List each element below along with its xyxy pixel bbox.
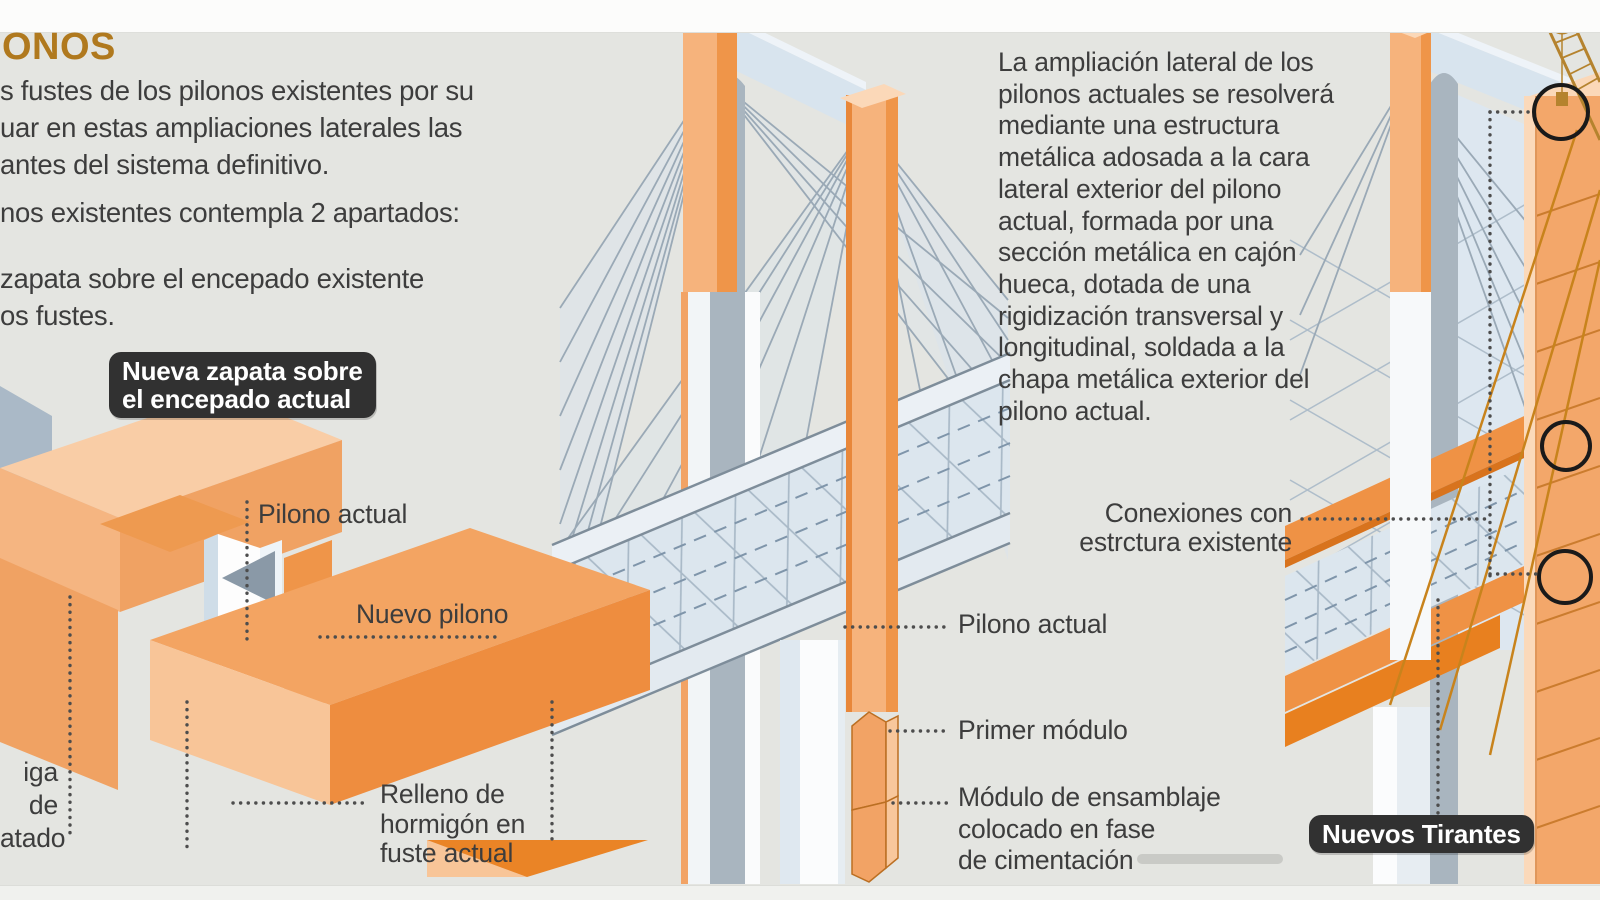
foundation-illustration [0, 386, 650, 877]
label-pilono-actual-elevation: Pilono actual [958, 609, 1108, 639]
base-bar [1137, 854, 1283, 864]
assembly-modules [851, 711, 899, 883]
bottom-strip [0, 885, 1600, 900]
label-modulo-ensamblaje: Módulo de ensamblaje colocado en fase de… [958, 782, 1221, 875]
left-tower [683, 0, 757, 292]
page-title: ONOS [2, 26, 116, 68]
badge-nueva-zapata: Nueva zapata sobre el encepado actual [109, 352, 376, 418]
pylon-elevation-illustration [551, 0, 1011, 884]
leader-lines [68, 110, 1538, 850]
new-tirantes [1388, 129, 1600, 756]
zapata-note: zapata sobre el encepado existente os fu… [0, 263, 424, 331]
top-strip [0, 0, 1600, 33]
label-pilono-actual-foundation: Pilono actual [258, 499, 408, 529]
apartados-line: nos existentes contempla 2 apartados: [0, 197, 460, 228]
label-nuevo-pilono: Nuevo pilono [356, 599, 509, 629]
label-viga-de-atado: iga de atado [0, 757, 66, 853]
segmented-pylon-wall [1524, 72, 1600, 884]
crane [1547, 9, 1600, 141]
label-primer-modulo: Primer módulo [958, 715, 1128, 745]
label-conexiones: Conexiones con estrctura existente [1079, 498, 1292, 557]
ampliacion-paragraph: La ampliación lateral de los pilonos act… [998, 47, 1334, 426]
badge-nuevos-tirantes: Nuevos Tirantes [1309, 815, 1534, 853]
right-tower [840, 84, 906, 712]
lateral-extension-illustration [1137, 9, 1600, 884]
label-relleno-hormigon: Relleno de hormigón en fuste actual [380, 779, 526, 868]
intro-paragraph: s fustes de los pilonos existentes por s… [0, 75, 474, 180]
connection-circles [1532, 83, 1593, 605]
